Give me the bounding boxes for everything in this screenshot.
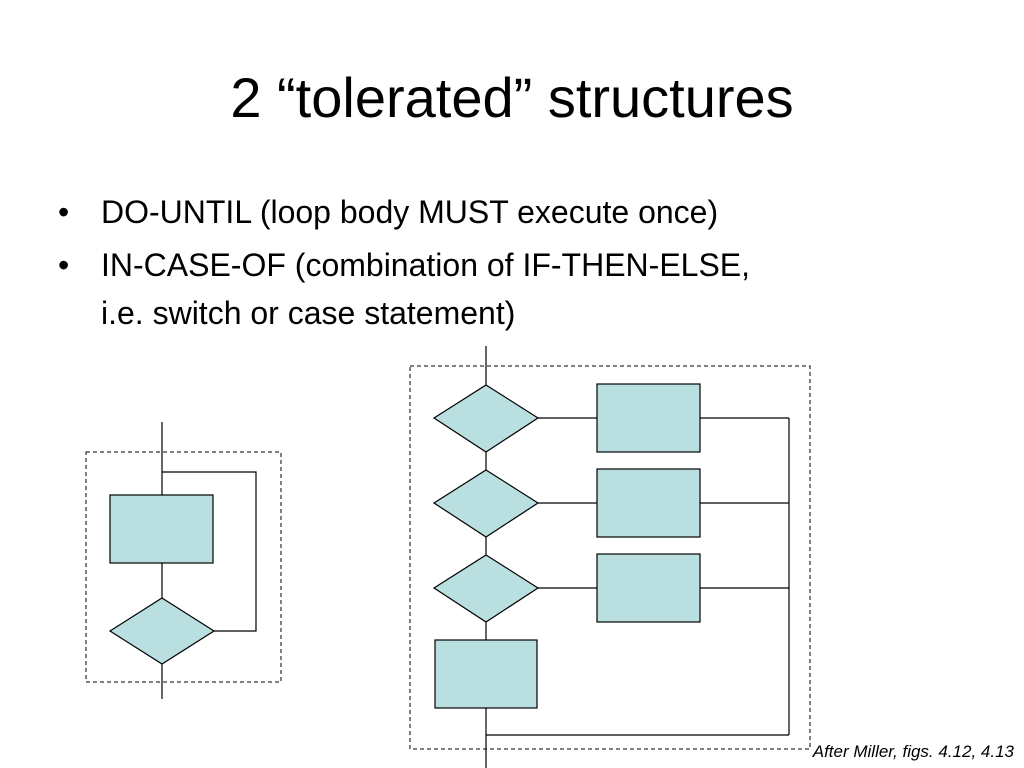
source-citation: After Miller, figs. 4.12, 4.13 xyxy=(812,742,1014,761)
do-until-process-box xyxy=(109,494,214,564)
do-until-decision-diamond xyxy=(108,597,216,665)
bullet-item-do-until: • DO-UNTIL (loop body MUST execute once) xyxy=(58,188,978,236)
case-process-box-1 xyxy=(596,383,701,453)
bullet-list: • DO-UNTIL (loop body MUST execute once)… xyxy=(58,188,978,342)
do-until-boundary xyxy=(85,451,282,683)
in-case-of-boundary xyxy=(409,365,811,750)
case-process-box-2 xyxy=(596,468,701,538)
case-decision-diamond-1 xyxy=(432,384,540,453)
case-decision-diamond-2 xyxy=(432,469,540,538)
bullet-text: IN-CASE-OF (combination of IF-THEN-ELSE, xyxy=(101,247,751,283)
bullet-marker: • xyxy=(58,194,70,230)
in-case-of-flowchart xyxy=(409,346,811,768)
slide-title: 2 “tolerated” structures xyxy=(230,66,794,129)
bullet-text-continuation: i.e. switch or case statement) xyxy=(101,295,516,331)
do-until-loop-back-line xyxy=(162,471,257,632)
default-process-box xyxy=(434,639,538,709)
bullet-text: DO-UNTIL (loop body MUST execute once) xyxy=(101,194,719,230)
bullet-item-in-case-of: • IN-CASE-OF (combination of IF-THEN-ELS… xyxy=(58,241,978,337)
do-until-flowchart xyxy=(85,422,282,699)
case-decision-diamond-3 xyxy=(432,554,540,623)
bullet-marker: • xyxy=(58,247,70,283)
case-process-box-3 xyxy=(596,553,701,623)
